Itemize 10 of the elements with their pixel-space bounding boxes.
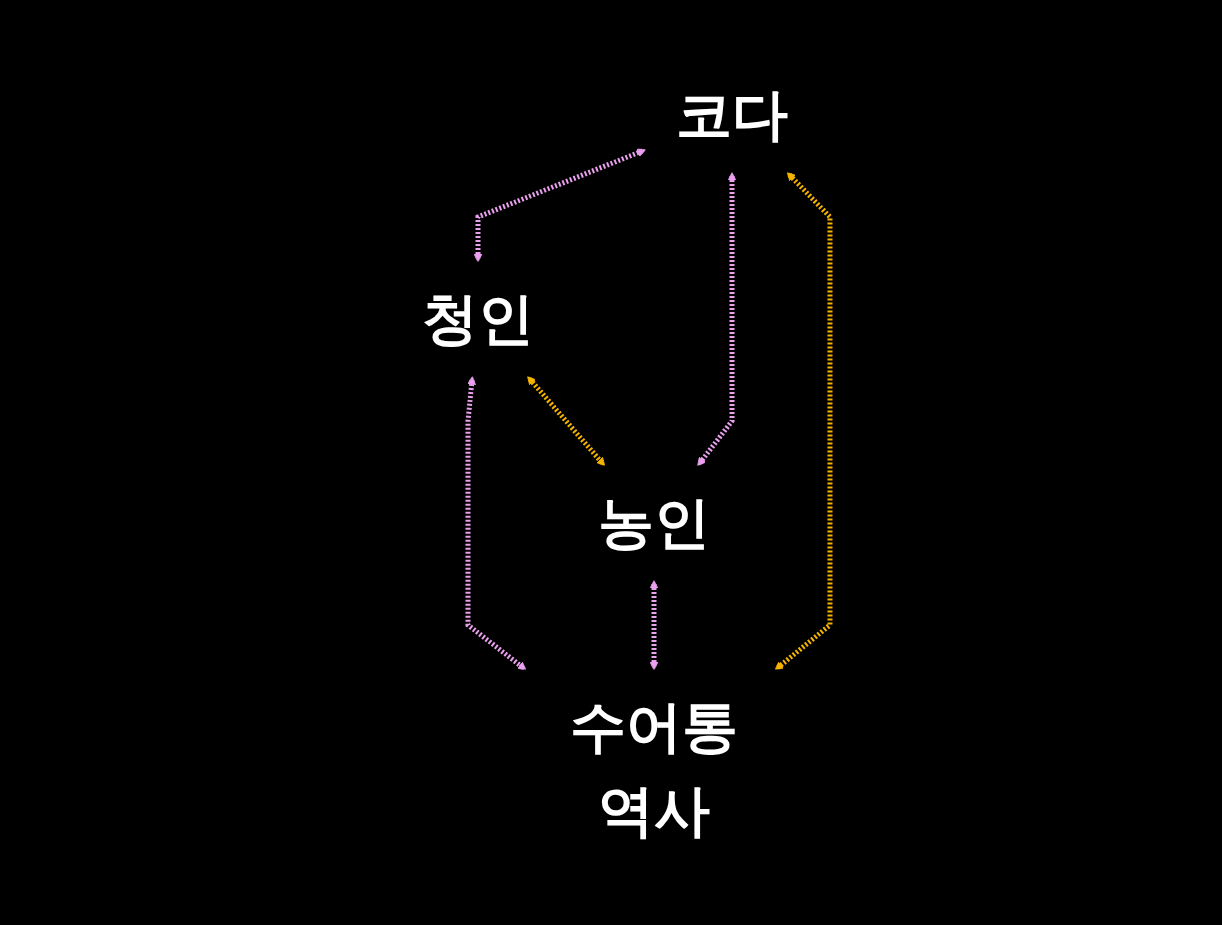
arrow — [697, 171, 737, 466]
node-text: 청인 — [422, 285, 534, 351]
node-text: 농인 — [598, 489, 710, 555]
node-text: 코다 — [676, 81, 788, 147]
arrow — [465, 375, 527, 670]
arrow — [527, 375, 606, 466]
arrow — [774, 171, 833, 670]
node-text: 수어통역사 — [570, 693, 738, 843]
arrow — [473, 148, 647, 262]
arrow — [649, 579, 659, 670]
